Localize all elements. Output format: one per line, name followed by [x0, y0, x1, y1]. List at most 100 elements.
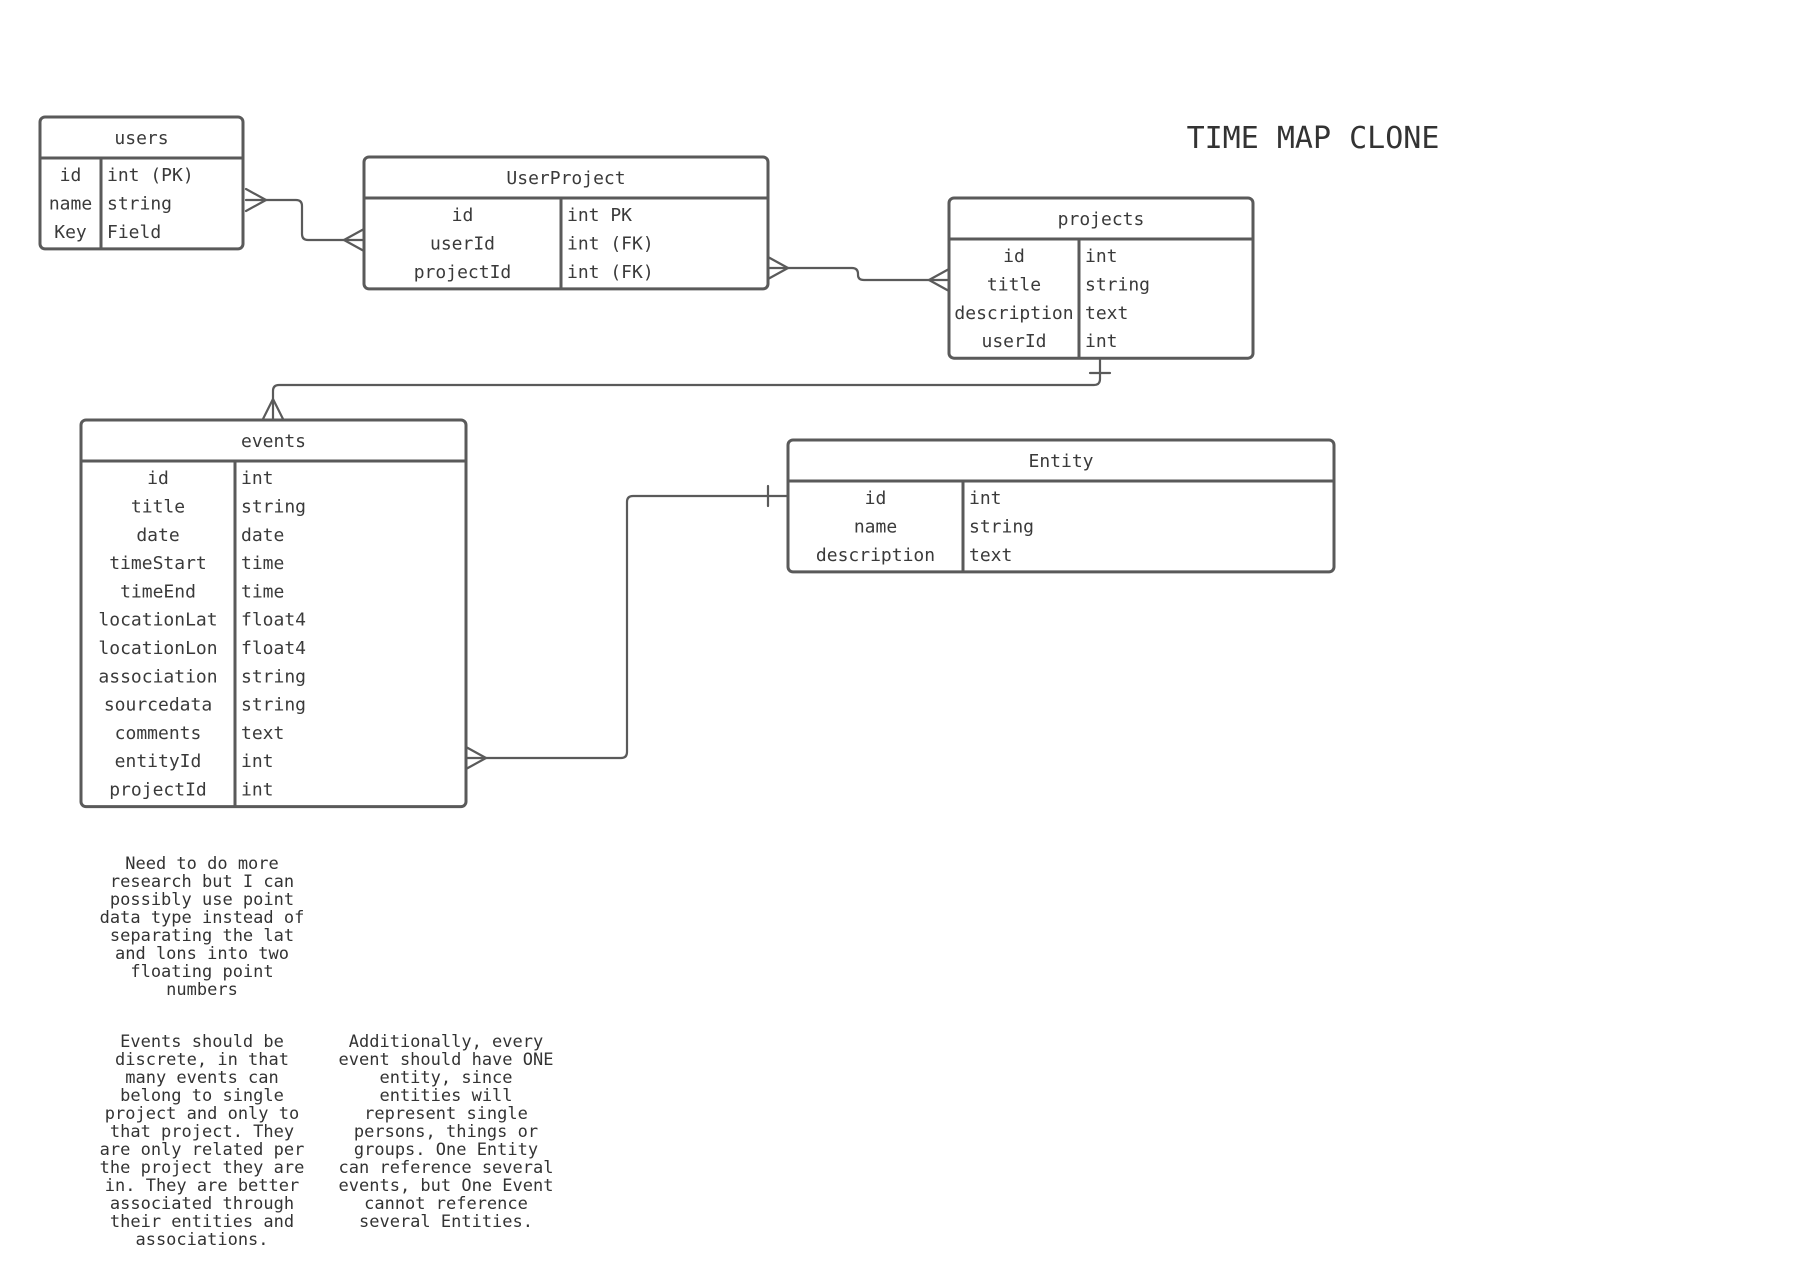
- crowfoot-userproject-right: [766, 255, 790, 281]
- field-row: timeEnd time: [120, 581, 284, 602]
- entity-title: events: [241, 431, 306, 452]
- field-type: string: [969, 516, 1034, 537]
- relationship-projects-events: [261, 350, 1112, 421]
- note-line: belong to single: [120, 1086, 284, 1106]
- crowfoot-projects-left: [927, 267, 951, 293]
- field-name: Key: [54, 222, 87, 243]
- note-line: Events should be: [120, 1032, 284, 1052]
- field-name: title: [987, 274, 1041, 295]
- note-line: represent single: [364, 1104, 528, 1124]
- note-line: Additionally, every: [349, 1032, 543, 1052]
- note-line: numbers: [166, 980, 238, 1000]
- field-type: string: [1085, 274, 1150, 295]
- field-type: string: [241, 496, 306, 517]
- note-line: associated through: [110, 1194, 294, 1214]
- field-name: association: [98, 666, 217, 687]
- relationship-users-userproject: [244, 187, 366, 253]
- note-line: their entities and: [110, 1212, 294, 1232]
- field-name: userId: [981, 331, 1046, 352]
- field-type: int: [241, 751, 274, 772]
- entity-table-frame: [38, 115, 245, 251]
- crowfoot-userproject-side: [342, 227, 366, 253]
- note-line: entities will: [379, 1086, 512, 1106]
- field-type: int: [969, 488, 1002, 509]
- note-line: discrete, in that: [115, 1050, 289, 1070]
- relationships: [244, 187, 1112, 771]
- note-line: associations.: [135, 1230, 268, 1250]
- field-row: title string: [131, 496, 306, 517]
- field-type: int: [1085, 331, 1118, 352]
- relationship-entity-events: [464, 484, 790, 771]
- entity-title: users: [114, 128, 168, 149]
- field-name: date: [136, 525, 179, 546]
- crowfoot-events-top: [261, 397, 285, 421]
- field-type: date: [241, 525, 284, 546]
- note-line: many events can: [125, 1068, 279, 1088]
- note-line: groups. One Entity: [354, 1140, 538, 1160]
- field-name: projectId: [414, 262, 512, 283]
- entity-title: UserProject: [506, 168, 625, 189]
- field-type: string: [241, 695, 306, 716]
- field-row: id int: [147, 468, 273, 489]
- entity-table-events[interactable]: events id int title string date date timeStart t…: [79, 418, 468, 809]
- note-line: in. They are better: [105, 1176, 299, 1196]
- field-type: int (FK): [567, 262, 654, 283]
- field-name: timeEnd: [120, 581, 196, 602]
- note-line: events, but One Event: [339, 1176, 554, 1196]
- field-type: int: [1085, 246, 1118, 267]
- relationship-userproject-projects: [766, 255, 951, 293]
- note-line: possibly use point: [110, 890, 294, 910]
- note-line: research but I can: [110, 872, 294, 892]
- note-line: cannot reference: [364, 1194, 528, 1214]
- field-name: entityId: [115, 751, 202, 772]
- field-name: userId: [430, 233, 495, 254]
- field-name: sourcedata: [104, 695, 212, 716]
- field-type: int: [241, 779, 274, 800]
- field-name: id: [60, 165, 82, 186]
- note-line: the project they are: [100, 1158, 305, 1178]
- field-name: id: [865, 488, 887, 509]
- field-row: Key Field: [54, 222, 161, 243]
- field-name: id: [147, 468, 169, 489]
- entity-title: projects: [1058, 209, 1145, 230]
- field-name: timeStart: [109, 553, 207, 574]
- field-row: id int: [865, 488, 1002, 509]
- field-type: Field: [107, 222, 161, 243]
- field-row: userId int (FK): [430, 233, 654, 254]
- entity-table-frame: [362, 155, 770, 291]
- note-line: floating point: [130, 962, 273, 982]
- field-name: id: [1003, 246, 1025, 267]
- note-line: several Entities.: [359, 1212, 533, 1232]
- note-line: Need to do more: [125, 854, 279, 874]
- field-row: sourcedata string: [104, 695, 306, 716]
- field-name: title: [131, 496, 185, 517]
- field-type: int (FK): [567, 233, 654, 254]
- field-row: name string: [854, 516, 1034, 537]
- entity-title: Entity: [1028, 451, 1093, 472]
- field-name: name: [49, 193, 92, 214]
- field-type: int: [241, 468, 274, 489]
- field-name: id: [452, 205, 474, 226]
- diagram-title: TIME MAP CLONE: [1187, 121, 1440, 156]
- field-type: time: [241, 581, 284, 602]
- field-name: name: [854, 516, 897, 537]
- field-row: projectId int (FK): [414, 262, 654, 283]
